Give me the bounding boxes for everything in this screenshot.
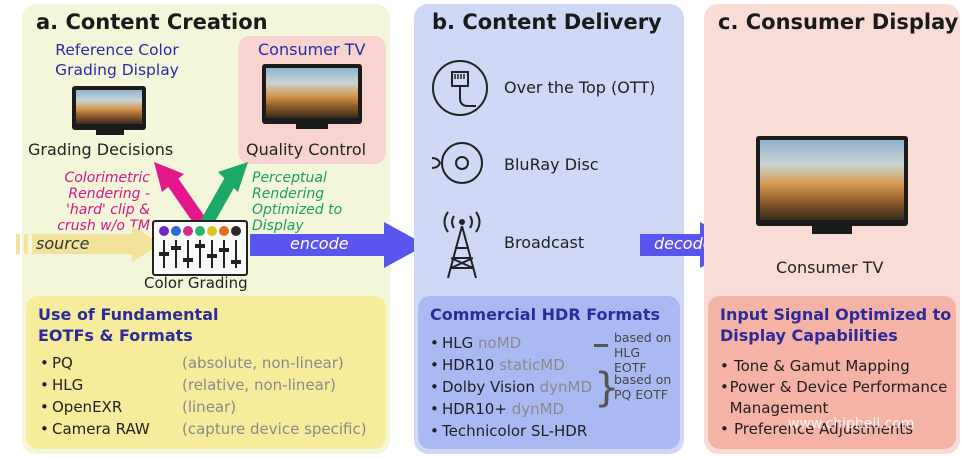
quality-control-label: Quality Control: [246, 140, 367, 159]
encode-label: encode: [290, 234, 349, 253]
grading-decisions-label: Grading Decisions: [28, 140, 174, 159]
hdr-format-name: HDR10+: [442, 400, 507, 418]
watermark: www.chiphell.com: [788, 416, 915, 432]
display-optimization-title: Input Signal Optimized to Display Capabi…: [720, 305, 952, 345]
fundamental-formats-box: [26, 296, 386, 449]
panel-b-title: b. Content Delivery: [432, 10, 662, 34]
display-optimization-list: •Tone & Gamut Mapping •Power & Device Pe…: [720, 356, 950, 440]
format-desc: (capture device specific): [182, 420, 367, 438]
encode-arrow: [250, 222, 426, 268]
note-pq-eotf: based on PQ EOTF: [614, 372, 672, 402]
consumer-tv-label-a: Consumer TV: [258, 40, 366, 59]
reference-display-icon: [72, 86, 146, 130]
format-desc: (linear): [182, 398, 237, 416]
consumer-tv-stand-c: [812, 226, 852, 234]
consumer-tv-stand-a: [296, 124, 328, 129]
hdr-format-tag: noMD: [478, 334, 522, 352]
hdr-format-tag: dynMD: [511, 400, 565, 418]
optimization-item: Tone & Gamut Mapping: [734, 357, 910, 375]
consumer-tv-icon-a: [262, 64, 362, 124]
decode-label: decode: [654, 234, 713, 253]
rendering-arrows: [154, 162, 248, 228]
source-arrow: [16, 226, 162, 262]
hlg-dash: [594, 344, 608, 347]
commercial-formats-list: •HLG noMD •HDR10 staticMD •Dolby Vision …: [430, 334, 593, 440]
reference-display-stand: [96, 130, 124, 135]
format-name: HLG: [52, 376, 84, 394]
commercial-formats-title: Commercial HDR Formats: [430, 305, 661, 324]
hdr-format-name: Dolby Vision: [442, 378, 535, 396]
channel-ott: Over the Top (OTT): [504, 78, 656, 97]
format-desc: (absolute, non-linear): [182, 354, 344, 372]
optimization-item: Power & Device Performance Management: [729, 378, 948, 417]
format-desc: (relative, non-linear): [182, 376, 336, 394]
reference-display-label: Reference Color Grading Display: [55, 41, 179, 79]
consumer-tv-label-c: Consumer TV: [776, 258, 884, 277]
commercial-formats-box: [418, 296, 680, 449]
fundamental-formats-list: •PQ(absolute, non-linear) •HLG(relative,…: [40, 354, 367, 438]
hdr-format-tag: staticMD: [499, 356, 565, 374]
note-hlg-eotf: based on HLG EOTF: [614, 330, 672, 375]
source-label: source: [36, 234, 90, 253]
display-optimization-box: [708, 296, 956, 449]
channel-bluray: BluRay Disc: [504, 155, 599, 174]
format-name: PQ: [52, 354, 73, 372]
optimization-item: Preference Adjustments: [734, 420, 914, 438]
pq-brace: }: [594, 365, 620, 411]
hdr-format-name: HLG: [442, 334, 474, 352]
ott-icon: [432, 60, 488, 116]
fundamental-formats-title: Use of Fundamental EOTFs & Formats: [38, 305, 219, 345]
panel-c-title: c. Consumer Display: [718, 10, 959, 34]
channel-broadcast: Broadcast: [504, 233, 585, 252]
hdr-format-name: Technicolor SL-HDR: [442, 422, 588, 440]
colorimetric-note: Colorimetric Rendering - 'hard' clip & c…: [57, 170, 150, 234]
format-name: Camera RAW: [52, 420, 150, 438]
panel-a-title: a. Content Creation: [36, 10, 268, 34]
format-name: OpenEXR: [52, 398, 123, 416]
color-grading-label: Color Grading: [144, 274, 248, 292]
bluray-disc-icon: [431, 142, 483, 184]
consumer-tv-icon-c: [756, 136, 908, 226]
hdr-format-tag: dynMD: [539, 378, 593, 396]
hdr-format-name: HDR10: [442, 356, 495, 374]
color-grading-icon: [152, 220, 248, 276]
broadcast-tower-icon: [443, 211, 481, 279]
